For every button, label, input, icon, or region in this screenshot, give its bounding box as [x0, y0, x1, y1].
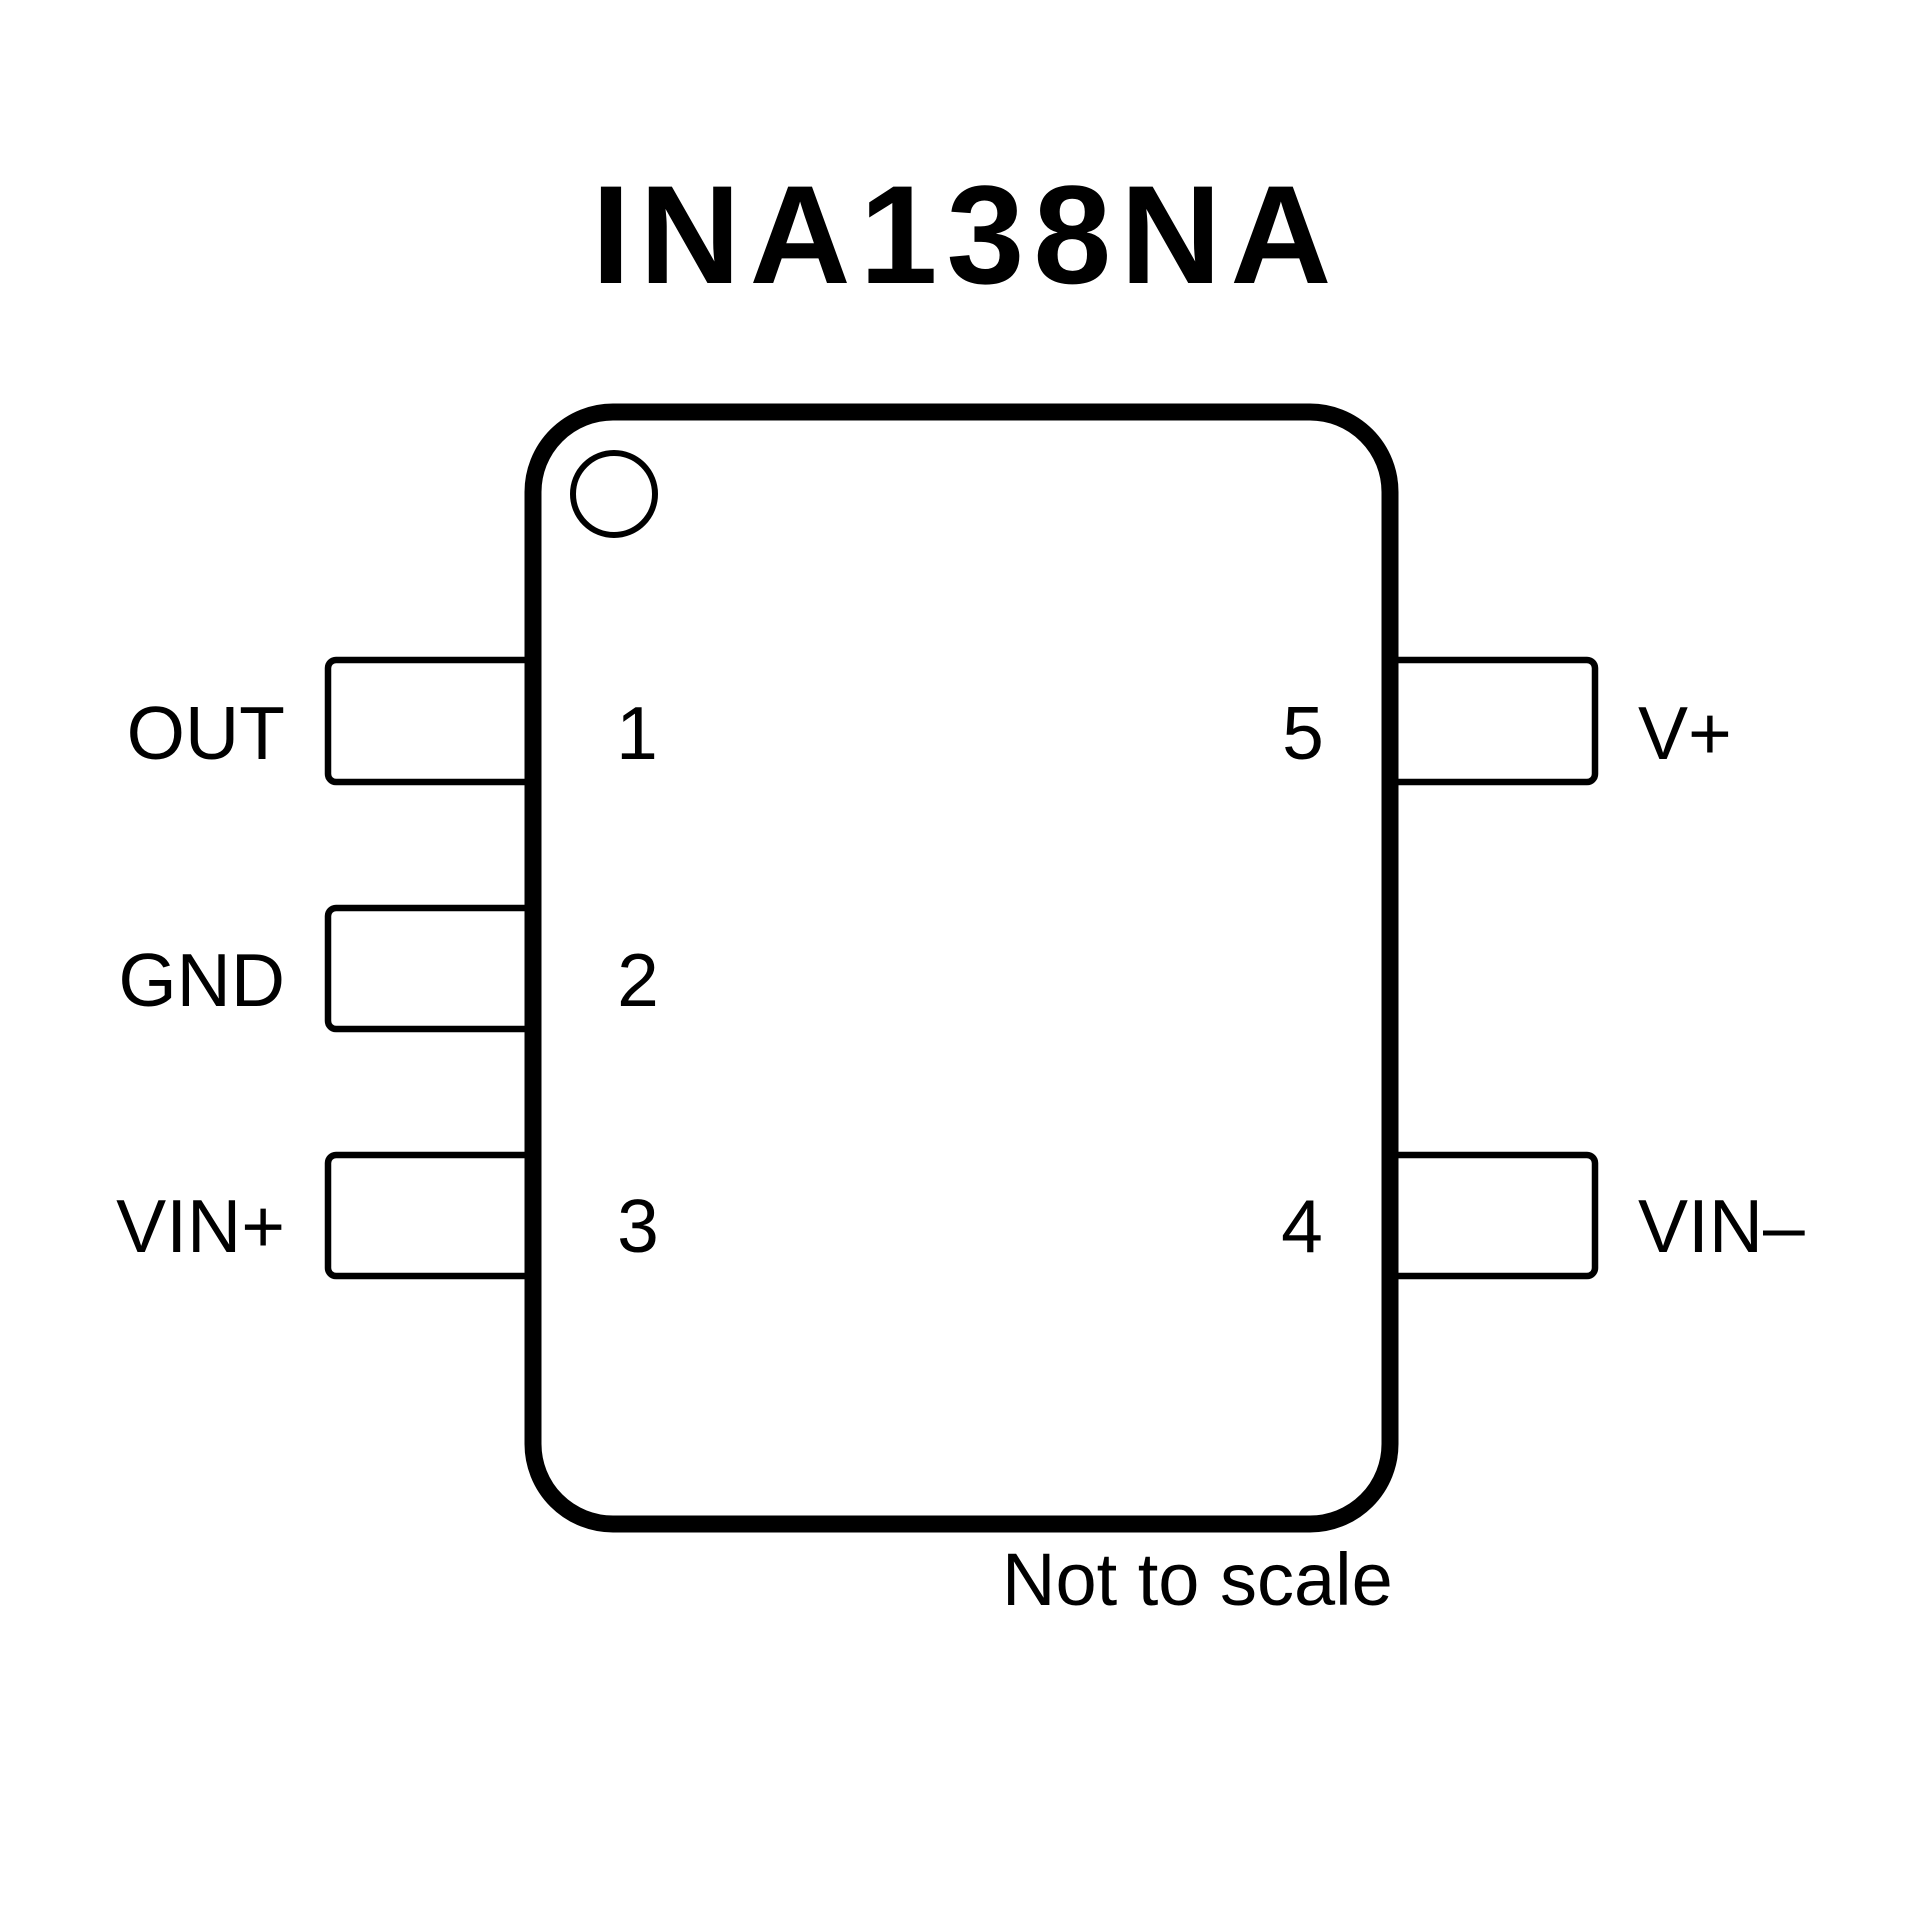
pin-number-3: 3 [617, 1184, 659, 1268]
pin-number-1: 1 [616, 691, 658, 775]
pin-5-lead [1376, 656, 1599, 786]
package-body [524, 403, 1399, 1533]
part-title: INA138NA [592, 156, 1341, 313]
left-pins [324, 656, 547, 1280]
pin-number-2: 2 [617, 938, 659, 1022]
right-pins [1376, 656, 1599, 1280]
pin-label-vin-plus: VIN+ [116, 1184, 285, 1268]
pin-label-v-plus: V+ [1638, 691, 1732, 775]
pin-number-5: 5 [1282, 691, 1324, 775]
pin-label-out: OUT [127, 691, 285, 775]
pin-1-lead [324, 656, 547, 786]
pin-number-4: 4 [1281, 1184, 1323, 1268]
pin1-marker-icon [570, 450, 658, 538]
pin-4-lead [1376, 1151, 1599, 1280]
pin-label-gnd: GND [118, 938, 285, 1022]
scale-note: Not to scale [1002, 1538, 1393, 1621]
pin-label-vin-minus: VIN– [1638, 1184, 1805, 1268]
pin-2-lead [324, 904, 547, 1033]
pin-3-lead [324, 1151, 547, 1280]
